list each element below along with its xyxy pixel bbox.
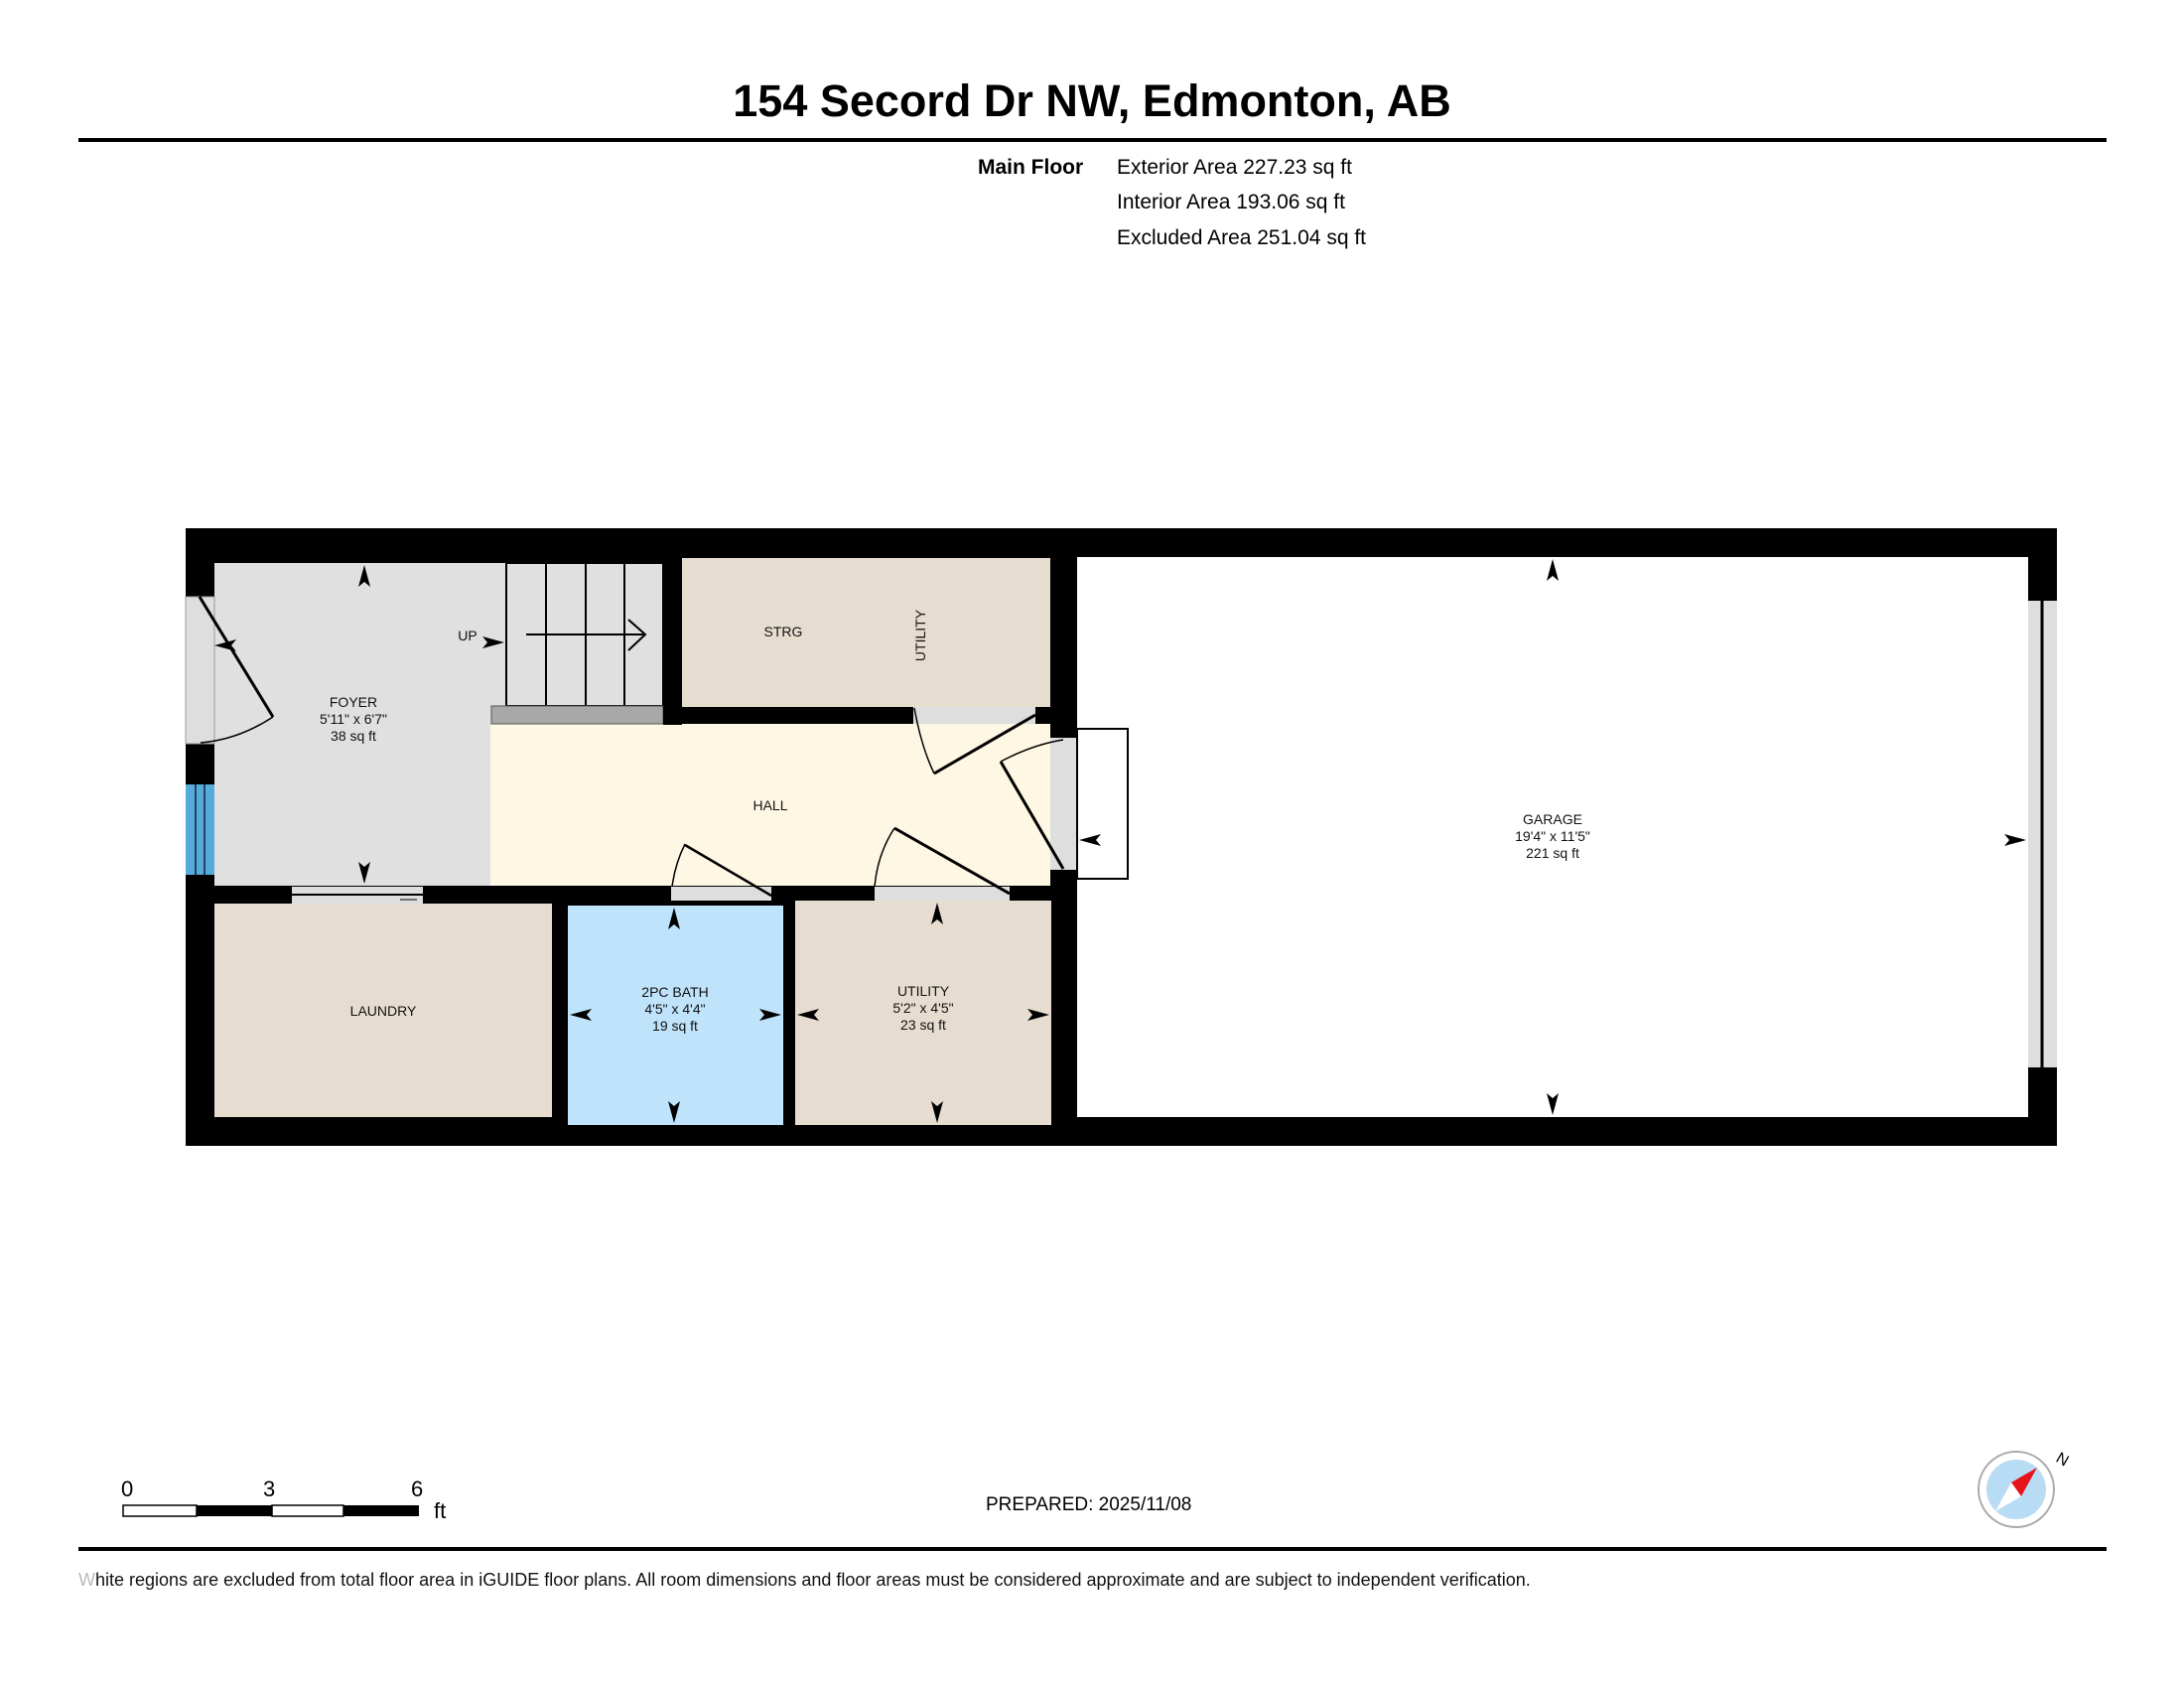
bath-dims: 4'5" x 4'4"	[644, 1001, 705, 1017]
garage-step	[1076, 728, 1129, 880]
garage-entry-door-opening	[1050, 738, 1077, 870]
foyer-dims: 5'11" x 6'7"	[320, 711, 387, 727]
dimension-markers	[214, 559, 2026, 1123]
utility-door-opening	[875, 887, 1010, 901]
room-hall	[490, 724, 1050, 886]
north-compass-icon	[1978, 1451, 2055, 1528]
floor-label: Main Floor	[978, 156, 1084, 179]
bath-door-opening	[671, 887, 771, 901]
garage-dims: 19'4" x 11'5"	[1515, 828, 1590, 844]
utility-dims: 5'2" x 4'5"	[892, 1000, 953, 1016]
interior-area: Interior Area 193.06 sq ft	[1117, 191, 1345, 213]
utility-name: UTILITY	[897, 983, 950, 999]
scale-tick-0: 0	[121, 1477, 134, 1501]
bath-area: 19 sq ft	[652, 1018, 698, 1034]
room-utility	[795, 901, 1051, 1125]
window	[186, 784, 214, 875]
excluded-area: Excluded Area 251.04 sq ft	[1117, 226, 1367, 249]
stair-railing	[490, 705, 664, 725]
room-bath	[568, 906, 783, 1125]
exterior-area: Exterior Area 227.23 sq ft	[1117, 156, 1352, 179]
scale-tick-3: 3	[263, 1477, 276, 1501]
utility-area: 23 sq ft	[900, 1017, 946, 1033]
room-laundry	[214, 904, 552, 1117]
foyer-area: 38 sq ft	[331, 728, 376, 744]
scale-tick-6: 6	[411, 1477, 424, 1501]
footer-divider	[78, 1547, 2107, 1551]
scale-bar	[122, 1504, 419, 1517]
scale-unit: ft	[434, 1498, 447, 1523]
foyer-name: FOYER	[330, 694, 377, 710]
bath-name: 2PC BATH	[641, 984, 708, 1000]
room-strg	[682, 558, 1050, 707]
disclaimer-first-letter: W	[78, 1570, 95, 1590]
disclaimer: White regions are excluded from total fl…	[78, 1569, 1531, 1591]
garage-name: GARAGE	[1523, 811, 1582, 827]
strg-label: STRG	[764, 624, 803, 639]
prepared-date: PREPARED: 2025/11/08	[986, 1494, 1192, 1515]
page-title: 154 Secord Dr NW, Edmonton, AB	[733, 75, 1451, 126]
utility-closet-label: UTILITY	[912, 609, 928, 661]
hall-label: HALL	[752, 797, 787, 813]
room-garage	[1077, 557, 2028, 1117]
garage-area: 221 sq ft	[1526, 845, 1579, 861]
disclaimer-text: hite regions are excluded from total flo…	[95, 1570, 1531, 1590]
front-door-opening	[185, 596, 215, 745]
stairs-up-label: UP	[458, 628, 477, 643]
laundry-label: LAUNDRY	[350, 1003, 417, 1019]
header-divider	[78, 138, 2107, 142]
strg-door-opening	[913, 707, 1035, 724]
compass-north-label: N	[2053, 1450, 2072, 1471]
